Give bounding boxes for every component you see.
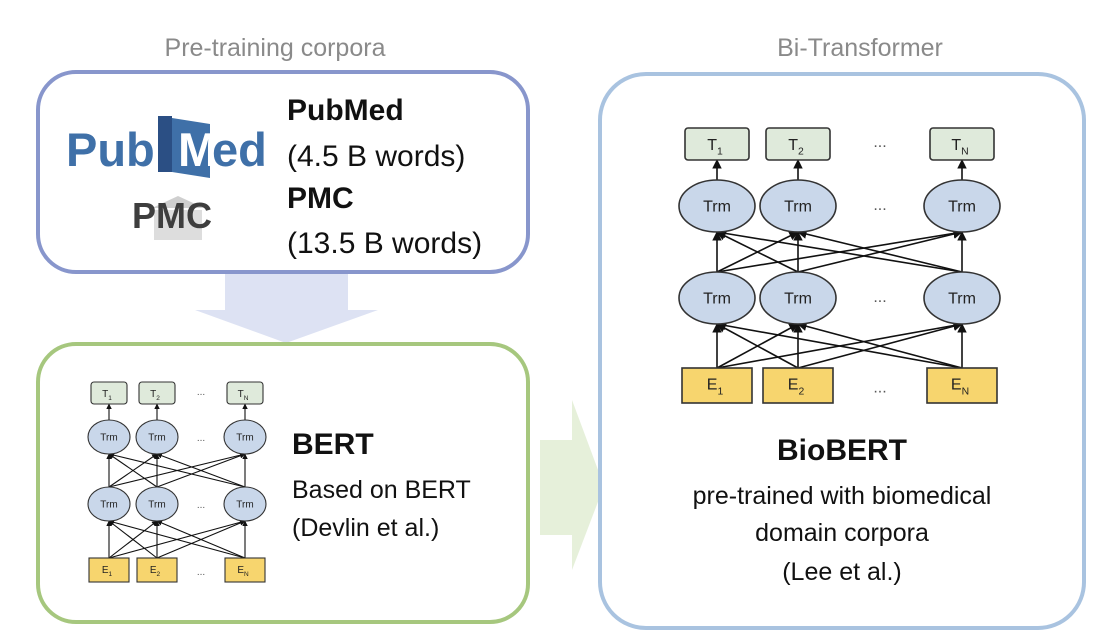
transformer-node: [678, 179, 756, 233]
input-embedding-box: [88, 557, 130, 583]
output-token-box: [765, 127, 831, 161]
transformer-node: [923, 271, 1001, 325]
output-token-label: T1: [707, 137, 723, 158]
input-embedding-label: EN: [237, 565, 249, 578]
biobert-line1: pre-trained with biomedical: [692, 482, 992, 510]
output-token-box: [138, 381, 176, 405]
svg-text:PMC: PMC: [132, 195, 212, 236]
biobert-line2: domain corpora: [755, 519, 929, 547]
transformer-node-label: Trm: [100, 500, 117, 511]
connection-arrow: [108, 520, 158, 559]
output-token-label: TN: [951, 137, 968, 158]
input-embedding-box: [762, 367, 834, 404]
input-embedding-label: E2: [788, 377, 805, 398]
ellipsis-label: ...: [197, 500, 205, 511]
transformer-node: [759, 271, 837, 325]
ellipsis-label: ...: [873, 197, 886, 214]
connection-arrow: [108, 452, 246, 488]
input-embedding-label: E1: [707, 377, 724, 398]
pmc-name: PMC: [287, 182, 354, 215]
transformer-node-label: Trm: [703, 199, 731, 216]
input-embedding-box: [136, 557, 178, 583]
pubmed-size: (4.5 B words): [287, 140, 466, 173]
transformer-node-label: Trm: [703, 291, 731, 308]
pubmed-name: PubMed: [287, 94, 404, 127]
corpora-box: Pub M ed PMC PubMed (4.5 B words) PMC (1…: [36, 70, 530, 274]
transformer-node-label: Trm: [784, 199, 812, 216]
output-token-label: T1: [102, 389, 112, 402]
bert-title: BERT: [292, 428, 374, 461]
connection-arrow: [797, 229, 963, 273]
transformer-node: [223, 486, 267, 522]
transformer-node: [87, 486, 131, 522]
input-embedding-label: EN: [951, 377, 969, 398]
transformer-node-label: Trm: [236, 433, 253, 444]
pubmed-logo-ed: ed: [212, 123, 267, 176]
connection-arrow: [156, 520, 246, 559]
connection-arrow: [108, 453, 158, 488]
input-embedding-label: E1: [102, 565, 113, 578]
biobert-box: BioBERT pre-trained with biomedical doma…: [598, 72, 1086, 630]
transformer-node-label: Trm: [236, 500, 253, 511]
output-token-box: [684, 127, 750, 161]
ellipsis-label: ...: [197, 387, 205, 398]
connection-arrow: [716, 231, 799, 273]
input-embedding-box: [681, 367, 753, 404]
ellipsis-label: ...: [197, 433, 205, 444]
output-token-label: T2: [150, 389, 160, 402]
connection-arrow: [716, 323, 799, 369]
transformer-node: [923, 179, 1001, 233]
bert-line2: (Devlin et al.): [292, 514, 440, 542]
pubmed-logo-pub: Pub: [66, 123, 155, 176]
transformer-node: [223, 419, 267, 455]
transformer-node: [87, 419, 131, 455]
biobert-title: BioBERT: [777, 434, 907, 467]
biobert-line3: (Lee et al.): [782, 558, 902, 586]
transformer-node: [759, 179, 837, 233]
bert-line1: Based on BERT: [292, 476, 471, 504]
output-token-box: [929, 127, 995, 161]
transformer-node-label: Trm: [948, 199, 976, 216]
pretraining-corpora-heading: Pre-training corpora: [164, 34, 386, 62]
ellipsis-label: ...: [197, 567, 205, 578]
pubmed-logo: Pub M ed PMC: [66, 116, 267, 240]
connection-arrow: [797, 321, 963, 369]
right-arrow: [540, 400, 604, 570]
pmc-logo: PMC: [132, 195, 212, 240]
output-token-label: TN: [238, 389, 249, 402]
output-token-box: [226, 381, 264, 405]
ellipsis-label: ...: [873, 134, 886, 151]
down-arrow: [195, 270, 378, 343]
output-token-box: [90, 381, 128, 405]
pubmed-logo-m: M: [178, 123, 217, 176]
transformer-node-label: Trm: [100, 433, 117, 444]
connection-arrow: [156, 453, 246, 488]
connection-arrow: [108, 519, 246, 559]
ellipsis-label: ...: [873, 289, 886, 306]
transformer-node-label: Trm: [784, 291, 812, 308]
ellipsis-label: ...: [873, 380, 886, 397]
transformer-node-label: Trm: [148, 433, 165, 444]
transformer-node: [678, 271, 756, 325]
input-embedding-box: [224, 557, 266, 583]
transformer-node: [135, 419, 179, 455]
transformer-node-label: Trm: [948, 291, 976, 308]
bi-transformer-heading: Bi-Transformer: [777, 34, 943, 62]
connection-arrow: [716, 320, 963, 369]
connection-arrow: [716, 228, 963, 273]
transformer-node: [135, 486, 179, 522]
output-token-label: T2: [788, 137, 804, 158]
input-embedding-box: [926, 367, 998, 404]
input-embedding-label: E2: [150, 565, 161, 578]
transformer-node-label: Trm: [148, 500, 165, 511]
pmc-size: (13.5 B words): [287, 227, 483, 260]
